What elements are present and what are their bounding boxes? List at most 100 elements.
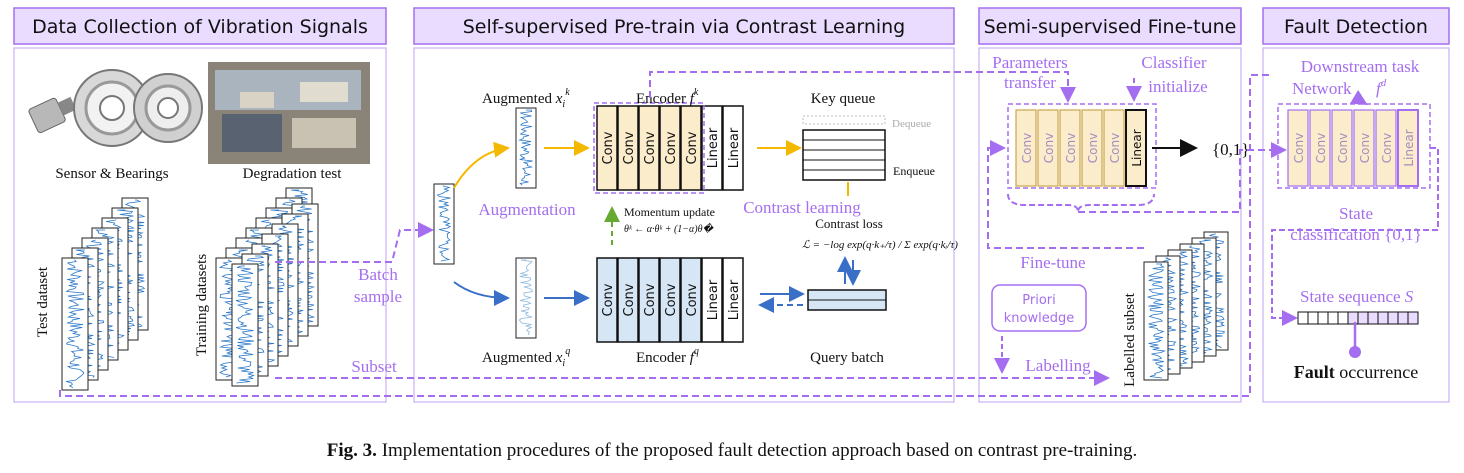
conv-layer-3 <box>659 105 681 191</box>
batch-signal-frame <box>433 183 455 265</box>
conv-text-4: Conv <box>685 131 700 164</box>
conv-text-0: Conv <box>1020 133 1034 163</box>
conv-layer-0 <box>596 257 618 343</box>
linear-layer-6 <box>722 105 744 191</box>
conv-text-1: Conv <box>622 283 637 316</box>
section-header-finetune: Semi-supervised Fine-tune <box>978 7 1242 45</box>
labelled-subset-stack <box>1143 231 1229 381</box>
conv-layer-3 <box>659 257 681 343</box>
test-dataset-stack <box>61 197 149 391</box>
fault-occurrence-label: Fault occurrence <box>1294 362 1418 382</box>
linear-layer-5 <box>1397 109 1419 187</box>
contrast-loss-formula: ℒ = −log exp(q·k₊/τ) / Σ exp(q·kᵢ/τ) <box>802 239 958 251</box>
conv-layer-0 <box>596 105 618 191</box>
q-signal-wave <box>518 259 533 336</box>
section-header-pretrain: Self-supervised Pre-train via Contrast L… <box>413 7 955 45</box>
network-label: Network <box>1292 79 1352 98</box>
sequence-cell <box>1377 311 1389 325</box>
subset-label: Subset <box>351 357 397 376</box>
conv-text-3: Conv <box>1358 133 1372 163</box>
finetune-network-frame <box>1007 103 1157 189</box>
state-sequence-cells <box>1297 311 1419 325</box>
augmentation-label: Augmentation <box>478 200 576 219</box>
knowledge-label: knowledge <box>1004 311 1074 326</box>
linear-text-6: Linear <box>727 127 742 168</box>
conv-text-3: Conv <box>1086 133 1100 163</box>
downstream-label: Downstream task <box>1301 57 1420 76</box>
conv-layer-0 <box>1015 109 1037 187</box>
detection-network-frame <box>1277 103 1431 189</box>
dequeue-label: Dequeue <box>892 118 931 130</box>
section-title-data-collection: Data Collection of Vibration Signals <box>32 16 368 38</box>
conv-text-1: Conv <box>622 131 637 164</box>
train-signal-b-0-wave <box>235 265 255 384</box>
figure-caption: Fig. 3. Implementation procedures of the… <box>0 440 1464 462</box>
conv-layer-1 <box>617 105 639 191</box>
conv-text-0: Conv <box>601 283 616 316</box>
transfer-label: transfer <box>1004 73 1056 92</box>
labelling-label: Labelling <box>1025 356 1091 375</box>
sensor-caption: Sensor & Bearings <box>55 166 168 182</box>
conv-layer-4 <box>680 257 702 343</box>
conv-layer-3 <box>1081 109 1103 187</box>
conv-text-4: Conv <box>1108 133 1122 163</box>
conv-layer-4 <box>1103 109 1125 187</box>
key-queue <box>802 115 886 181</box>
priori-knowledge-box: Priori knowledge <box>991 284 1087 332</box>
sequence-cell <box>1297 311 1309 325</box>
conv-layer-1 <box>617 257 639 343</box>
conv-text-2: Conv <box>643 131 658 164</box>
conv-text-2: Conv <box>1336 133 1350 163</box>
linear-text-5: Linear <box>706 279 721 320</box>
sequence-cell <box>1327 311 1339 325</box>
section-header-detection: Fault Detection <box>1262 7 1450 45</box>
k-signal-wave <box>518 109 534 186</box>
sequence-cell <box>1387 311 1399 325</box>
fault-marker-dot <box>1349 346 1361 358</box>
sequence-cell <box>1307 311 1319 325</box>
conv-layer-2 <box>1059 109 1081 187</box>
batch-sample-arrow <box>275 222 434 263</box>
degradation-test-image <box>208 62 370 164</box>
enqueue-label: Enqueue <box>893 164 935 178</box>
linear-layer-5 <box>701 105 723 191</box>
test-dataset-label: Test dataset <box>35 266 51 337</box>
network-symbol: fd <box>1376 77 1387 98</box>
augmented-q-signal <box>515 257 537 339</box>
sequence-cell <box>1337 311 1349 325</box>
section-title-finetune: Semi-supervised Fine-tune <box>984 16 1237 38</box>
linear-layer-5 <box>1125 109 1147 187</box>
conv-text-2: Conv <box>643 283 658 316</box>
conv-text-1: Conv <box>1314 133 1328 163</box>
conv-layer-4 <box>1375 109 1397 187</box>
test-dataset-path <box>59 74 1272 397</box>
augmented-q-label: Augmented xiq <box>482 346 570 369</box>
momentum-formula: θᵏ ← α·θᵏ + (1−α)θ� <box>624 222 715 235</box>
conv-layer-2 <box>638 105 660 191</box>
finetune-output-label: {0,1} <box>1212 140 1250 159</box>
state-sequence-label: State sequence S <box>1300 287 1414 306</box>
batch-signal <box>433 183 455 265</box>
conv-layer-2 <box>638 257 660 343</box>
query-batch-label: Query batch <box>810 350 884 366</box>
conv-layer-1 <box>1309 109 1331 187</box>
key-queue-label: Key queue <box>811 91 876 107</box>
sequence-cell <box>1357 311 1369 325</box>
yellow-split-arrow <box>453 141 510 189</box>
conv-text-2: Conv <box>1064 133 1078 163</box>
conv-text-0: Conv <box>1292 133 1306 163</box>
labelled-signal-0-frame <box>1143 261 1169 381</box>
momentum-label: Momentum update <box>624 205 715 219</box>
linear-layer-5 <box>701 257 723 343</box>
sequence-cell <box>1397 311 1409 325</box>
linear-layer-6 <box>722 257 744 343</box>
classifier-label: Classifier <box>1141 53 1206 72</box>
linear-text-5: Linear <box>1130 129 1144 166</box>
blue-split-arrow <box>453 281 510 306</box>
network-pointer-arrow <box>1349 89 1368 106</box>
augmented-k-signal <box>515 107 537 189</box>
contrast-loss-label: Contrast loss <box>815 216 883 231</box>
k-signal-frame <box>515 107 537 189</box>
degradation-caption: Degradation test <box>243 166 343 182</box>
